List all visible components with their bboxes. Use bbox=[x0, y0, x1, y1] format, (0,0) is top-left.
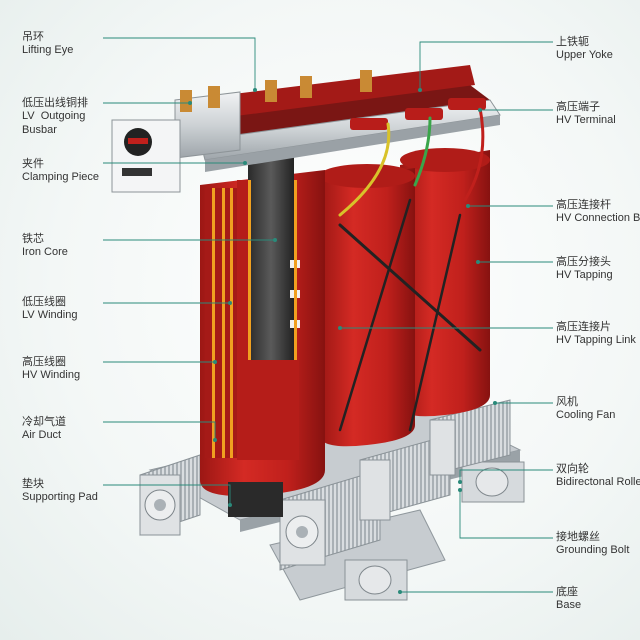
label-bidirectional-roller: 双向轮 Bidirectonal Rolle bbox=[556, 462, 640, 490]
label-cn: 夹件 bbox=[22, 157, 44, 170]
label-en: HV Winding bbox=[22, 368, 81, 381]
label-cn: 高压连接杆 bbox=[556, 198, 611, 211]
label-cn: 高压连接片 bbox=[556, 320, 611, 333]
label-en: HV Tapping bbox=[556, 268, 613, 281]
label-en: Clamping Piece bbox=[22, 170, 100, 183]
label-en-line2: Busbar bbox=[22, 123, 57, 136]
supporting-pad bbox=[228, 482, 283, 517]
label-air-duct: 冷却气道 Air Duct bbox=[22, 415, 66, 443]
hv-terminals bbox=[350, 98, 486, 130]
label-en: Cooling Fan bbox=[556, 408, 616, 421]
label-cn: 风机 bbox=[556, 395, 578, 408]
label-cn: 高压分接头 bbox=[556, 255, 611, 268]
label-cooling-fan: 风机 Cooling Fan bbox=[556, 395, 615, 423]
bidirectional-rollers bbox=[344, 461, 525, 601]
label-cn: 上铁轭 bbox=[556, 35, 589, 48]
label-hv-connection-bar: 高压连接杆 HV Connection B bbox=[556, 198, 640, 226]
label-cn: 底座 bbox=[556, 585, 578, 598]
label-cn: 双向轮 bbox=[556, 462, 589, 475]
label-cn: 高压端子 bbox=[556, 100, 600, 113]
label-hv-winding: 高压线圈 HV Winding bbox=[22, 355, 80, 383]
label-base: 底座 Base bbox=[556, 585, 581, 613]
label-cn: 垫块 bbox=[22, 477, 44, 490]
label-cn: 吊环 bbox=[22, 30, 44, 43]
label-lifting-eye: 吊环 Lifting Eye bbox=[22, 30, 73, 58]
label-grounding-bolt: 接地螺丝 Grounding Bolt bbox=[556, 530, 629, 558]
label-en: LV Winding bbox=[22, 308, 78, 321]
label-en: Bidirectonal Rolle bbox=[556, 475, 640, 488]
label-supporting-pad: 垫块 Supporting Pad bbox=[22, 477, 98, 505]
temperature-controller bbox=[111, 119, 181, 193]
label-hv-tapping-link: 高压连接片 HV Tapping Link bbox=[556, 320, 636, 348]
hv-connection-wires bbox=[338, 106, 485, 432]
label-en: Upper Yoke bbox=[556, 48, 613, 61]
label-lv-winding: 低压线圈 LV Winding bbox=[22, 295, 77, 323]
label-en: HV Tapping Link bbox=[556, 333, 636, 346]
label-iron-core: 铁芯 Iron Core bbox=[22, 232, 68, 260]
label-en: HV Terminal bbox=[556, 113, 616, 126]
label-upper-yoke: 上铁轭 Upper Yoke bbox=[556, 35, 613, 63]
label-en: Supporting Pad bbox=[22, 490, 98, 503]
label-en: Air Duct bbox=[22, 428, 62, 441]
label-en: Base bbox=[556, 598, 582, 611]
label-lv-outgoing-busbar: 低压出线铜排 LV Outgoing Busbar bbox=[22, 96, 88, 137]
label-hv-tapping: 高压分接头 HV Tapping bbox=[556, 255, 613, 283]
label-cn: 铁芯 bbox=[22, 232, 44, 245]
label-cn: 接地螺丝 bbox=[556, 530, 600, 543]
lv-busbars bbox=[180, 70, 372, 112]
label-clamping-piece: 夹件 Clamping Piece bbox=[22, 157, 99, 185]
label-en: Iron Core bbox=[22, 245, 68, 258]
label-en: Grounding Bolt bbox=[556, 543, 630, 556]
label-cn: 低压线圈 bbox=[22, 295, 66, 308]
label-cn: 高压线圈 bbox=[22, 355, 66, 368]
label-hv-terminal: 高压端子 HV Terminal bbox=[556, 100, 616, 128]
label-cn: 低压出线铜排 bbox=[22, 96, 88, 109]
label-cn: 冷却气道 bbox=[22, 415, 66, 428]
label-en: Lifting Eye bbox=[22, 43, 74, 56]
label-en: LV Outgoing bbox=[22, 109, 86, 122]
label-en: HV Connection B bbox=[556, 211, 640, 224]
